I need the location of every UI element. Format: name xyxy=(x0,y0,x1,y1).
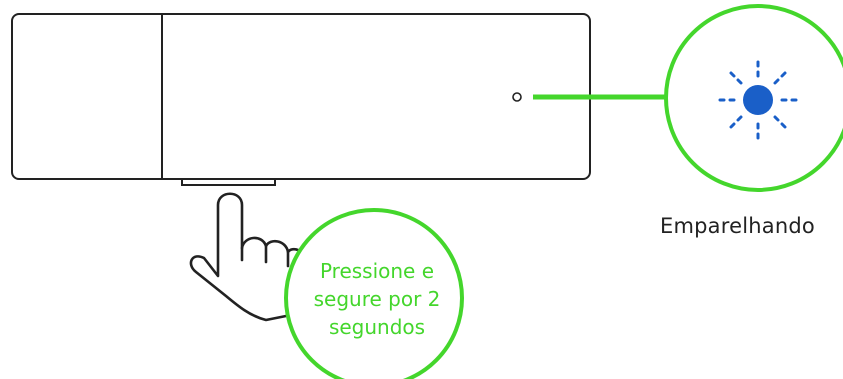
device-body xyxy=(11,13,591,180)
press-instruction-line-2: segure por 2 xyxy=(313,287,441,311)
status-led xyxy=(512,92,522,102)
blinking-led-icon xyxy=(718,60,798,140)
press-callout xyxy=(284,208,464,379)
led-callout xyxy=(664,4,843,192)
pairing-button[interactable] xyxy=(181,178,276,186)
press-instruction-line-3: segundos xyxy=(328,315,426,339)
press-instruction: Pressione e segure por 2 segundos xyxy=(293,257,461,341)
status-label: Emparelhando xyxy=(660,214,815,238)
press-instruction-line-1: Pressione e xyxy=(319,259,435,283)
